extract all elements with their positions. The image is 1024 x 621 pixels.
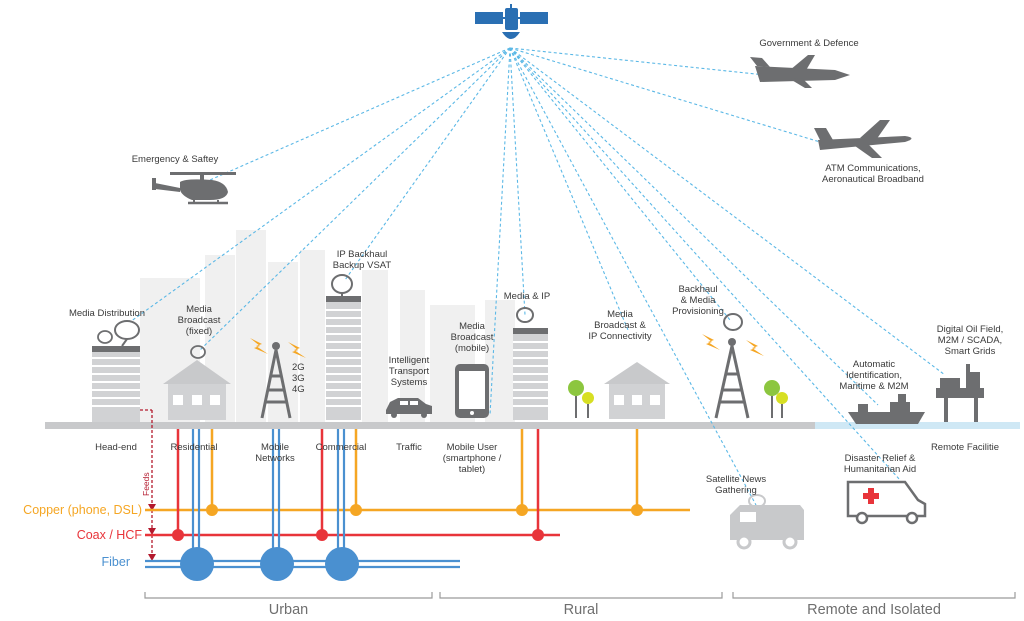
satellite-links bbox=[129, 47, 946, 506]
head-end-label: Head-end bbox=[95, 442, 137, 453]
tree-icon bbox=[764, 380, 788, 418]
news-van-icon bbox=[730, 494, 804, 550]
commercial-label: Commercial bbox=[315, 442, 367, 453]
ambulance-icon bbox=[846, 480, 927, 525]
satellite-dish-icon bbox=[723, 313, 743, 331]
satellite-icon bbox=[475, 4, 548, 39]
ship-icon bbox=[848, 394, 925, 424]
signal-bolt-icon bbox=[288, 342, 306, 358]
copper-junctions bbox=[206, 504, 643, 516]
media-broadcast-fixed-label: Media Broadcast (fixed) bbox=[177, 304, 221, 337]
feed-arrowhead bbox=[148, 528, 156, 535]
copper-network-label: Copper (phone, DSL) bbox=[23, 503, 142, 517]
media-ip-label: Media & IP bbox=[503, 291, 551, 302]
cell-tower-icon bbox=[714, 345, 750, 419]
remote-region-label: Remote and Isolated bbox=[807, 602, 941, 618]
smartphone-icon bbox=[455, 364, 489, 418]
its-label: Intelligent Transport Systems bbox=[388, 355, 430, 388]
house-icon bbox=[604, 362, 670, 419]
tree-icon bbox=[568, 380, 594, 418]
car-icon bbox=[386, 398, 432, 418]
government-defence-label: Government & Defence bbox=[759, 38, 859, 49]
fiber-network-label: Fiber bbox=[101, 555, 130, 569]
media-broadcast-ip-label: Media Broadcast & IP Connectivity bbox=[588, 309, 652, 342]
sea-line bbox=[815, 422, 1020, 429]
feeds-label: Feeds bbox=[141, 472, 151, 496]
ais-maritime-label: Automatic Identification, Maritime & M2M bbox=[839, 359, 909, 392]
emergency-safety-label: Emergency & Saftey bbox=[131, 154, 219, 165]
rural-region-label: Rural bbox=[563, 602, 599, 618]
feed-arrowhead bbox=[148, 554, 156, 561]
media-broadcast-mobile-label: Media Broadcast (mobile) bbox=[450, 321, 494, 354]
region-brackets bbox=[144, 592, 1016, 599]
atm-communications-label: ATM Communications, Aeronautical Broadba… bbox=[822, 163, 924, 185]
satellite-dish-icon bbox=[97, 320, 140, 347]
ip-backhaul-label: IP Backhaul Backup VSAT bbox=[332, 249, 392, 271]
signal-bolt-icon bbox=[746, 340, 764, 356]
satellite-news-gathering-label: Satellite News Gathering bbox=[705, 474, 767, 496]
coax-network bbox=[145, 429, 560, 537]
oil-rig-icon bbox=[936, 364, 984, 422]
fiber-junctions bbox=[180, 547, 359, 581]
head-end-building bbox=[92, 346, 140, 422]
airliner-icon bbox=[814, 120, 912, 158]
signal-bolt-icon bbox=[702, 334, 720, 350]
city-skyline-background bbox=[140, 230, 515, 423]
media-distribution-label: Media Distribution bbox=[68, 308, 146, 319]
remote-facilities-label: Remote Facilitie bbox=[930, 442, 1000, 453]
urban-region-label: Urban bbox=[268, 602, 309, 618]
satellite-dish-icon bbox=[516, 307, 534, 323]
traffic-label: Traffic bbox=[396, 442, 422, 453]
office-building-icon bbox=[513, 328, 548, 420]
disaster-relief-label: Disaster Relief & Humanitarian Aid bbox=[843, 453, 917, 475]
oil-field-label: Digital Oil Field, M2M / SCADA, Smart Gr… bbox=[936, 324, 1004, 357]
satellite-dish-icon bbox=[190, 345, 206, 359]
feed-arrowhead bbox=[148, 504, 156, 511]
mobile-user-label: Mobile User (smartphone / tablet) bbox=[442, 442, 502, 475]
mobile-generations-label: 2G 3G 4G bbox=[292, 362, 305, 395]
tower-top bbox=[728, 338, 736, 346]
tower-top bbox=[272, 342, 280, 350]
helicopter-icon bbox=[152, 172, 236, 205]
copper-network bbox=[145, 429, 690, 512]
house-icon bbox=[163, 360, 231, 420]
satellite-dish-icon bbox=[331, 274, 353, 297]
ground-line bbox=[45, 422, 815, 429]
fighter-jet-icon bbox=[750, 55, 850, 88]
backhaul-media-label: Backhaul & Media Provisioning bbox=[672, 284, 724, 317]
residential-label: Residential bbox=[170, 442, 218, 453]
coax-network-label: Coax / HCF bbox=[76, 528, 142, 542]
office-building-icon bbox=[326, 296, 361, 420]
signal-bolt-icon bbox=[250, 338, 268, 354]
coax-junctions bbox=[172, 529, 544, 541]
mobile-networks-label: Mobile Networks bbox=[255, 442, 295, 464]
